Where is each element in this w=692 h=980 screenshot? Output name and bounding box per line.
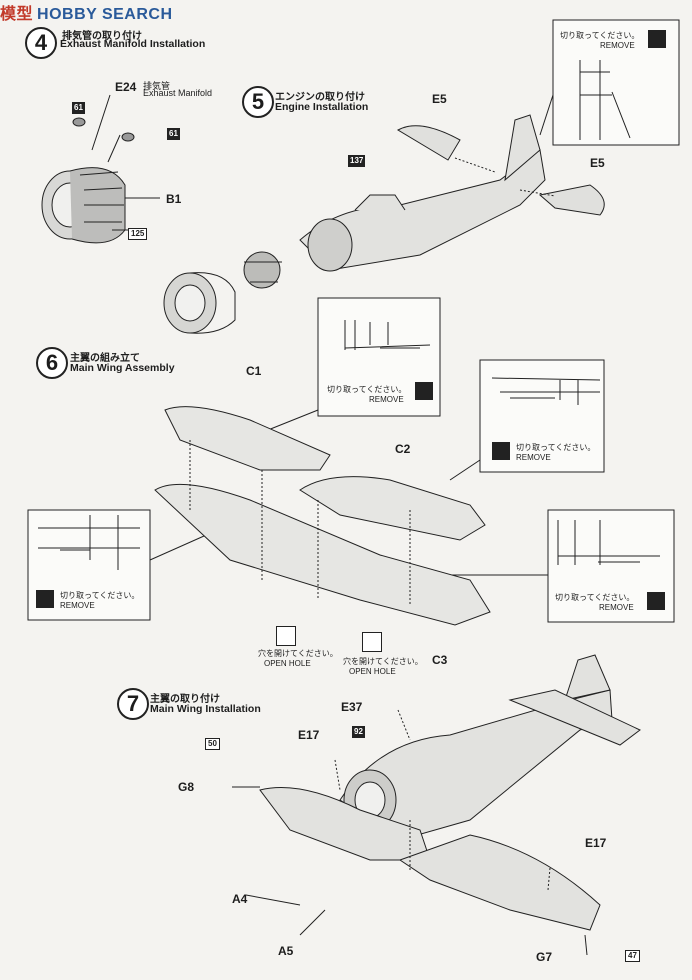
step-title-jp: 主翼の取り付け [150, 694, 220, 705]
open-hole-note: 穴を開けてください。 OPEN HOLE [343, 657, 423, 676]
cutter-icon [647, 592, 665, 610]
remove-note: 切り取ってください。 REMOVE [327, 382, 437, 404]
part-label-b1: B1 [166, 192, 182, 206]
part-label-a5: A5 [278, 944, 294, 958]
cutter-icon [415, 382, 433, 400]
remove-note: 切り取ってください。 REMOVE [36, 590, 146, 610]
part-label-c2: C2 [395, 442, 411, 456]
part-label-e5: E5 [590, 156, 605, 170]
part-desc-en: Exhaust Manifold [143, 88, 213, 98]
part-desc-jp: 排気管 [143, 81, 171, 91]
step-number: 7 [117, 688, 149, 720]
step-title-en: Main Wing Installation [150, 703, 261, 715]
paint-ref-badge: 92 [352, 726, 365, 738]
cutter-icon [36, 590, 54, 608]
open-hole-note: 穴を開けてください。 OPEN HOLE [258, 649, 338, 668]
step-title-jp: 排気管の取り付け [62, 31, 142, 42]
paint-ref-badge: 47 [625, 950, 640, 962]
step-number: 5 [242, 86, 274, 118]
remove-note: 切り取ってください。 REMOVE [492, 442, 602, 462]
part-label-c3: C3 [432, 653, 448, 667]
paint-ref-badge: 50 [205, 738, 220, 750]
part-label-c1: C1 [246, 364, 262, 378]
cutter-icon [648, 30, 666, 48]
part-label-e17: E17 [585, 836, 607, 850]
part-label-e17: E17 [298, 728, 320, 742]
open-hole-icon [362, 632, 382, 652]
step-title-en: Exhaust Manifold Installation [60, 38, 206, 50]
part-label-e24: E24 [115, 80, 137, 94]
cutter-icon [492, 442, 510, 460]
main-wing-drawing [154, 406, 491, 626]
step-number: 6 [36, 347, 68, 379]
paint-ref-badge: 61 [167, 128, 180, 140]
part-label-e5: E5 [432, 92, 447, 106]
remove-note: 切り取ってください。 REMOVE [555, 592, 671, 612]
part-label-e37: E37 [341, 700, 363, 714]
open-hole-icon [276, 626, 296, 646]
engine-drawing [163, 251, 282, 334]
step-title-jp: 主翼の組み立て [70, 353, 140, 364]
paint-ref-badge: 61 [72, 102, 85, 114]
fuselage-drawing [299, 114, 546, 272]
part-label-g8: G8 [178, 780, 195, 794]
step-number: 4 [25, 27, 57, 59]
engine-cowling-drawing [41, 167, 126, 244]
remove-note: 切り取ってください。 REMOVE [560, 30, 672, 50]
step-title-jp: エンジンの取り付け [275, 92, 365, 103]
part-label-g7: G7 [536, 950, 553, 964]
step-title-en: Engine Installation [275, 101, 369, 113]
part-label-a4: A4 [232, 892, 248, 906]
paint-ref-badge: 137 [348, 155, 366, 167]
step-title-en: Main Wing Assembly [70, 362, 175, 374]
aircraft-assembly-drawing [259, 654, 641, 931]
paint-ref-badge: 125 [128, 228, 148, 240]
